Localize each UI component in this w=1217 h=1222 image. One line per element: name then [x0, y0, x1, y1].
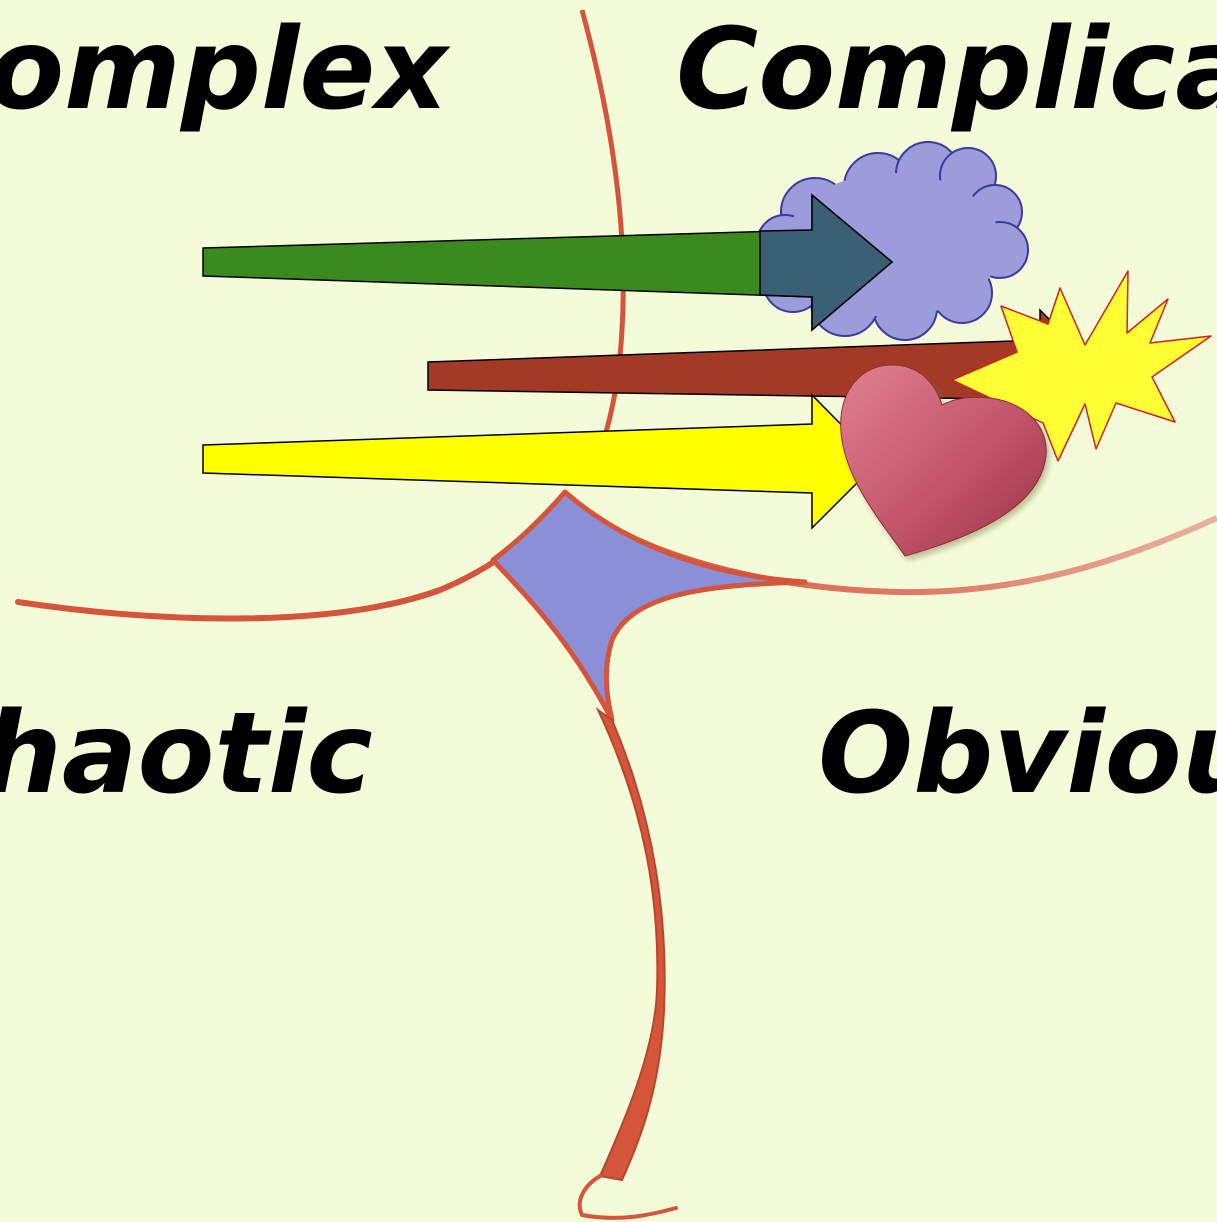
yellow-arrow: [203, 395, 878, 528]
domain-label-obvious: Obvious: [818, 689, 1217, 819]
domain-label-chaotic: Chaotic: [0, 689, 373, 819]
boundary-hook: [580, 1176, 676, 1218]
domain-label-complex: Complex: [0, 5, 451, 135]
disorder-region: [493, 492, 805, 720]
boundary-line-bottom: [598, 710, 665, 1180]
domain-label-complicated: Complicated: [676, 5, 1217, 135]
boundary-line-left: [18, 495, 565, 619]
